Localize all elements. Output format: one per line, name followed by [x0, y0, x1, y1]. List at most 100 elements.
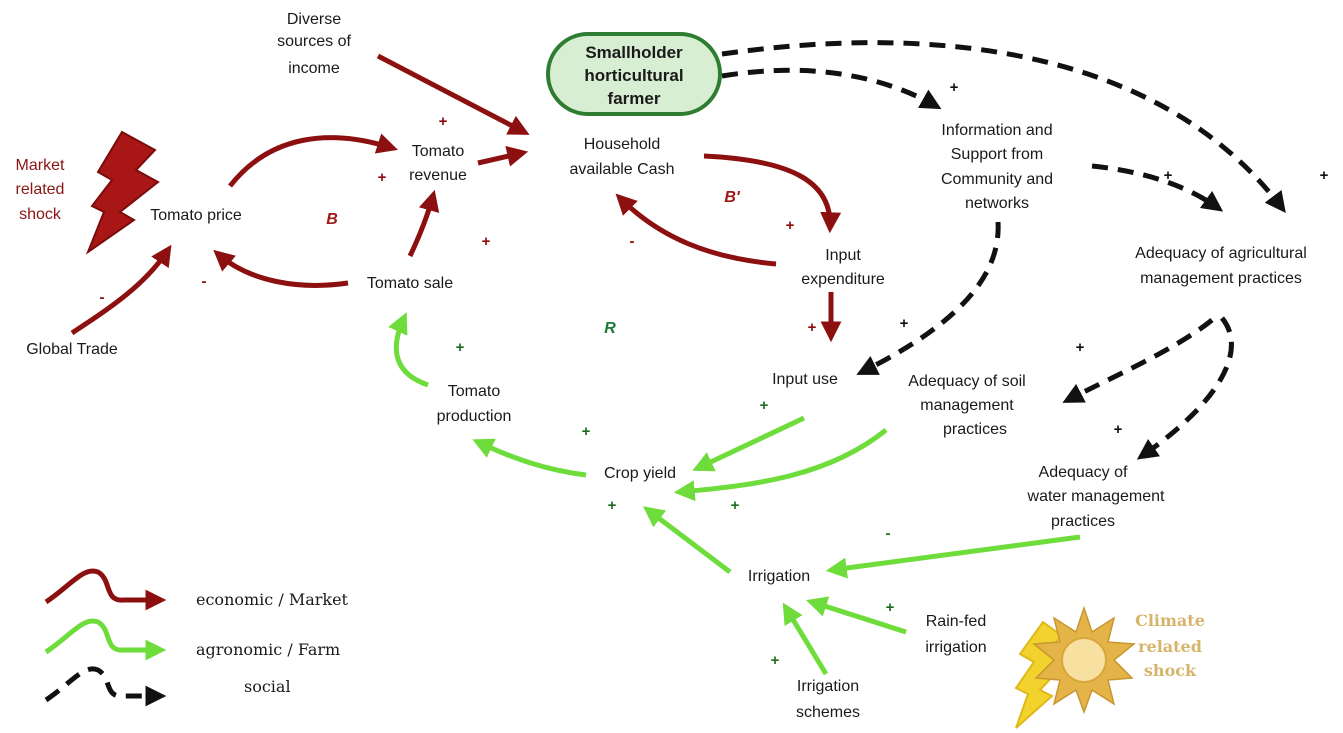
farmer-line-1: Smallholder	[585, 43, 683, 62]
legend-agronomic-swatch	[44, 618, 167, 661]
svg-text:practices: practices	[943, 421, 1007, 438]
climate-shock-icon	[1014, 605, 1136, 729]
svg-text:management: management	[920, 397, 1014, 414]
node-input-expenditure: Input expenditure	[801, 247, 885, 288]
sign: +	[582, 423, 591, 440]
svg-text:shock: shock	[19, 206, 62, 223]
agronomic-links	[388, 312, 1081, 676]
arrow-farmer-agri	[721, 40, 1286, 214]
sign: +	[886, 599, 895, 616]
svg-text:Information and: Information and	[941, 122, 1052, 139]
node-input-use: Input use	[772, 371, 838, 388]
loop-r-label: R	[604, 320, 616, 337]
arrow-info-agri	[1091, 163, 1224, 212]
climate-shock-label: Climate related shock	[1135, 611, 1205, 680]
node-irrigation-schemes: Irrigation schemes	[796, 678, 860, 721]
sign: +	[456, 339, 465, 356]
arrow-revenue-cash	[477, 146, 529, 167]
node-adequacy-water: Adequacy of water management practices	[1027, 464, 1166, 530]
sign: +	[1164, 167, 1173, 184]
svg-text:related: related	[16, 181, 65, 198]
svg-text:Tomato: Tomato	[448, 383, 501, 400]
arrow-income-cash	[376, 53, 530, 135]
legend-social-swatch	[44, 666, 167, 707]
arrow-inputuse-yield	[692, 415, 806, 472]
node-adequacy-soil: Adequacy of soil management practices	[908, 373, 1025, 438]
sign: +	[950, 79, 959, 96]
svg-text:Input: Input	[825, 247, 861, 264]
arrow-production-sale	[388, 312, 429, 388]
svg-text:practices: practices	[1051, 513, 1115, 530]
sign: +	[900, 315, 909, 332]
sign: -	[202, 273, 207, 290]
sign: +	[731, 497, 740, 514]
market-shock-icon	[85, 130, 160, 255]
svg-text:Tomato: Tomato	[412, 143, 465, 160]
legend-social-label: social	[244, 677, 291, 696]
arrow-price-revenue	[228, 133, 398, 188]
svg-text:water management: water management	[1027, 488, 1166, 505]
sign: +	[482, 233, 491, 250]
legend: economic / Market agronomic / Farm socia…	[44, 568, 349, 707]
arrow-rainfed-irrigation	[805, 596, 907, 635]
svg-text:sources of: sources of	[277, 33, 351, 50]
legend-economic-swatch	[44, 568, 167, 611]
sign: +	[378, 169, 387, 186]
svg-text:Rain-fed: Rain-fed	[926, 613, 986, 630]
loop-b-prime-label: B'	[724, 189, 741, 206]
arrow-yield-production	[472, 438, 587, 478]
sign: +	[439, 113, 448, 130]
svg-text:income: income	[288, 60, 340, 77]
svg-text:networks: networks	[965, 195, 1029, 212]
node-adequacy-agri: Adequacy of agricultural management prac…	[1135, 245, 1307, 287]
arrow-trade-price	[70, 244, 172, 336]
node-tomato-revenue: Tomato revenue	[409, 143, 467, 184]
svg-text:revenue: revenue	[409, 167, 467, 184]
arrow-cash-expenditure	[703, 153, 842, 234]
svg-text:shock: shock	[1144, 661, 1197, 680]
node-diverse-income: Diverse sources of income	[277, 11, 351, 77]
arrow-sale-revenue	[407, 189, 440, 258]
social-links	[721, 40, 1286, 460]
sign: -	[886, 525, 891, 542]
svg-text:Community and: Community and	[941, 171, 1053, 188]
sign: -	[100, 289, 105, 306]
sign: +	[1114, 421, 1123, 438]
svg-text:Market: Market	[16, 157, 65, 174]
svg-text:irrigation: irrigation	[925, 639, 986, 656]
node-tomato-sale: Tomato sale	[367, 275, 453, 292]
svg-text:available Cash: available Cash	[570, 161, 675, 178]
sign: +	[760, 397, 769, 414]
loop-b-label: B	[326, 211, 338, 228]
svg-text:related: related	[1138, 637, 1202, 656]
node-household-cash: Household available Cash	[570, 136, 675, 178]
sign: +	[1076, 339, 1085, 356]
arrow-irrigation-yield	[642, 506, 732, 574]
svg-text:production: production	[437, 408, 512, 425]
node-irrigation: Irrigation	[748, 568, 810, 585]
svg-text:management practices: management practices	[1140, 270, 1302, 287]
sun-icon	[1032, 605, 1136, 715]
node-info-support: Information and Support from Community a…	[941, 122, 1053, 212]
svg-text:Diverse: Diverse	[287, 11, 341, 28]
arrow-agri-water	[1136, 316, 1234, 460]
svg-text:schemes: schemes	[796, 704, 860, 721]
economic-links	[70, 53, 842, 343]
farmer-line-2: horticultural	[584, 66, 683, 85]
legend-agronomic-label: agronomic / Farm	[196, 640, 340, 659]
node-tomato-price: Tomato price	[150, 207, 242, 224]
arrow-schemes-irrigation	[782, 602, 829, 676]
svg-text:Irrigation: Irrigation	[797, 678, 859, 695]
svg-text:Adequacy of: Adequacy of	[1039, 464, 1129, 481]
node-rainfed-irrigation: Rain-fed irrigation	[925, 613, 986, 656]
node-crop-yield: Crop yield	[604, 465, 676, 482]
arrow-farmer-info	[721, 67, 942, 110]
svg-text:Climate: Climate	[1135, 611, 1205, 630]
sign: +	[771, 652, 780, 669]
node-tomato-production: Tomato production	[437, 383, 512, 425]
farmer-line-3: farmer	[608, 89, 661, 108]
svg-text:Adequacy of agricultural: Adequacy of agricultural	[1135, 245, 1307, 262]
sign: +	[608, 497, 617, 514]
